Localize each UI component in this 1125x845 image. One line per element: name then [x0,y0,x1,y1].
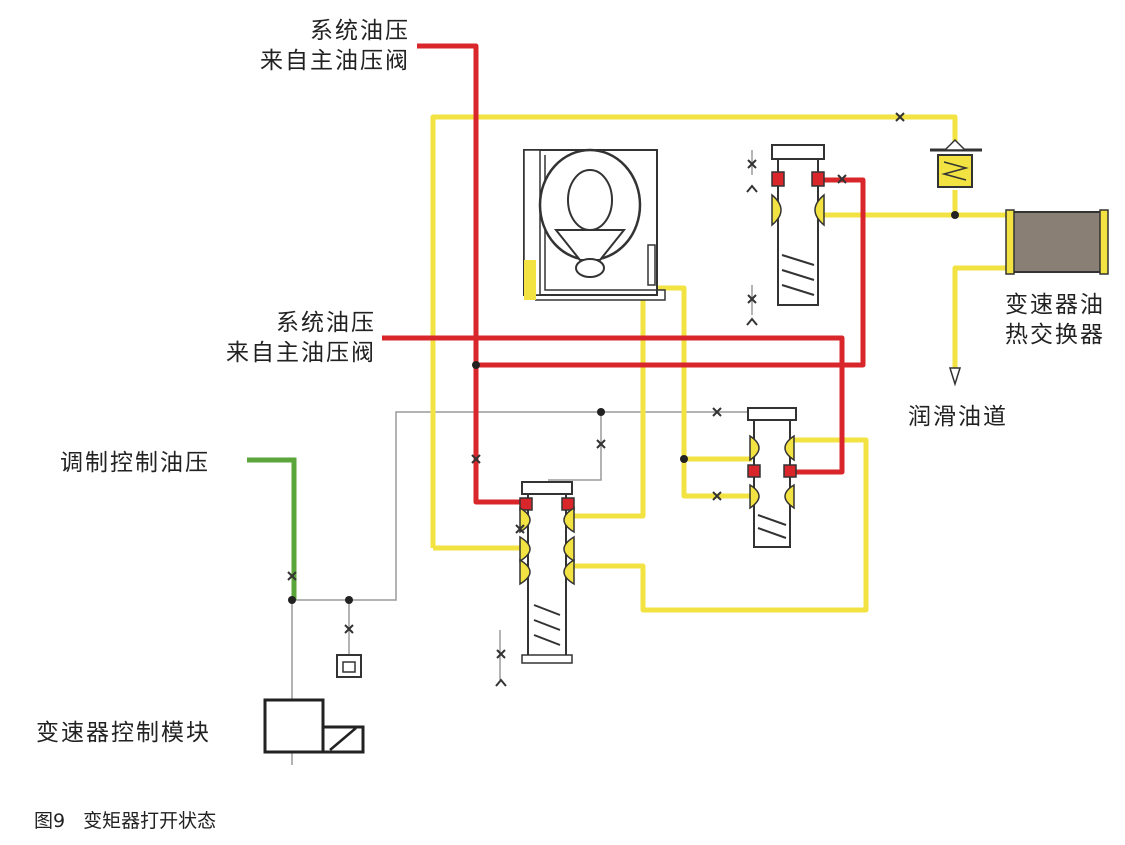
control-accumulator [336,654,362,678]
converter-clutch-valve [519,481,575,664]
oil-cooler [1005,209,1109,275]
system-pressure-mid-line1: 系统油压 [276,310,376,336]
modulated-control-line [247,457,297,600]
system-pressure-top-label: 系统油压 来自主油压阀 [230,16,410,76]
system-pressure-lines [382,43,866,505]
orifice-marks [287,112,905,659]
system-pressure-mid-line2: 来自主油压阀 [226,340,376,366]
modulated-pressure-label: 调制控制油压 [60,450,210,476]
lube-outlet-arrow [948,367,962,387]
figure-caption: 图9 变矩器打开状态 [34,806,234,833]
cooler-bypass-valve [930,138,982,188]
torque-converter [523,148,666,301]
lube-label: 润滑油道 [908,404,1008,430]
system-pressure-top-line1: 系统油压 [310,18,410,44]
system-pressure-mid-label: 系统油压 来自主油压阀 [190,308,376,368]
junction-dots [288,211,959,604]
cooler-label: 变速器油 热交换器 [1005,290,1105,350]
system-pressure-top-line2: 来自主油压阀 [260,48,410,74]
figure-number: 图9 [34,810,66,832]
figure-title: 变矩器打开状态 [83,810,217,832]
tcm-label: 变速器控制模块 [36,720,211,746]
upper-regulator-valve [771,144,825,306]
exhaust-vents [495,184,758,687]
cooler-line2: 热交换器 [1005,322,1105,348]
tcc-solenoid [263,698,365,754]
cooler-line1: 变速器油 [1005,292,1105,318]
middle-relay-valve [747,407,797,548]
